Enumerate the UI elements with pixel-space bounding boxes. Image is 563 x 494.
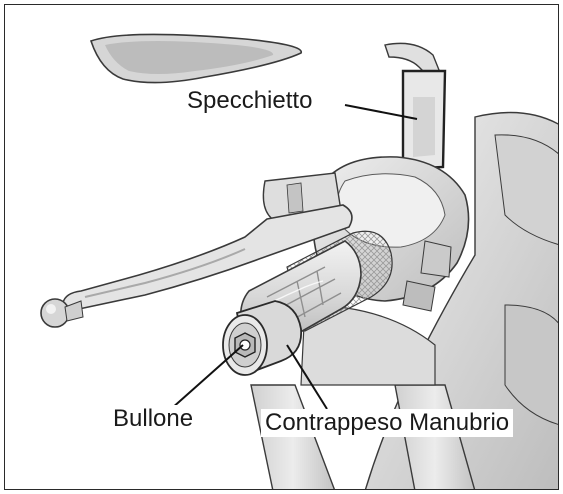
diagram-frame: Specchietto Bullone Contrappeso Manubrio <box>4 4 559 490</box>
label-mirror: Specchietto <box>183 87 316 115</box>
bar-end-bolt <box>235 333 255 357</box>
label-bolt: Bullone <box>109 405 197 433</box>
label-bar-end-weight: Contrappeso Manubrio <box>261 409 513 437</box>
mirror-glass <box>91 34 301 82</box>
leader-bolt <box>171 345 243 409</box>
